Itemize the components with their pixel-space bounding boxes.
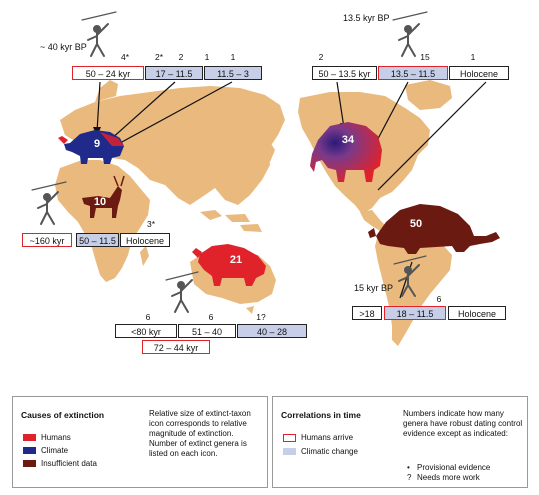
legend-swatch-humans bbox=[23, 434, 36, 441]
antelope-icon bbox=[82, 175, 125, 218]
legend-correlations-title: Correlations in time bbox=[281, 410, 361, 420]
marsupial-icon bbox=[192, 244, 266, 286]
australia-count-1: 6 bbox=[145, 312, 151, 322]
africa-box-humans-arrive: ~160 kyr bbox=[22, 233, 72, 247]
legend-label-climate: Climate bbox=[41, 446, 69, 455]
africa-landmass bbox=[55, 160, 150, 282]
hunter-figure-south-america bbox=[393, 255, 427, 297]
mammoth-icon-count: 34 bbox=[341, 134, 355, 146]
madagascar-landmass bbox=[140, 246, 149, 266]
eurasia-landmass bbox=[60, 86, 285, 205]
bp-label-north-america: 13.5 kyr BP bbox=[343, 13, 390, 23]
legend-label-insufficient: Insufficient data bbox=[41, 459, 97, 468]
eurasia-count-4: 1 bbox=[204, 52, 210, 62]
eurasia-box-climate-1: 17 – 11.5 bbox=[145, 66, 203, 80]
eurasia-count-2: 2* bbox=[154, 52, 164, 62]
mammoth-icon bbox=[310, 122, 382, 182]
bp-label-eurasia: ~ 40 kyr BP bbox=[40, 42, 87, 52]
hunter-figure-north-america bbox=[392, 11, 428, 57]
tasmania-landmass bbox=[246, 306, 254, 314]
legend-causes-panel: Causes of extinction Humans Climate Insu… bbox=[12, 396, 268, 488]
north-america-count-1: 2 bbox=[318, 52, 324, 62]
north-america-box-holocene: Holocene bbox=[449, 66, 509, 80]
north-america-count-3: 1 bbox=[470, 52, 476, 62]
legend-bullet-mark-1: • bbox=[407, 463, 410, 472]
antelope-icon-count: 10 bbox=[93, 196, 107, 208]
legend-label-humans-arrive: Humans arrive bbox=[301, 433, 354, 442]
legend-bullet-mark-2: ? bbox=[407, 473, 412, 482]
rhino-icon bbox=[58, 130, 124, 164]
eurasia-count-5: 1 bbox=[230, 52, 236, 62]
bp-label-south-america: 15 kyr BP bbox=[354, 283, 394, 293]
legend-causes-title: Causes of extinction bbox=[21, 410, 105, 420]
glyptodont-icon-count: 50 bbox=[409, 218, 423, 230]
south-america-count: 6 bbox=[436, 294, 442, 304]
eurasia-count-3: 2 bbox=[178, 52, 184, 62]
africa-box-climate: 50 – 11.5 bbox=[76, 233, 119, 247]
legend-swatch-humans-arrive bbox=[283, 434, 296, 442]
legend-bullet-needs-work: Needs more work bbox=[417, 473, 480, 482]
australia-count-3: 1? bbox=[256, 312, 266, 322]
glyptodont-icon bbox=[368, 204, 500, 254]
north-america-box-humans-arrive: 13.5 – 11.5 bbox=[378, 66, 448, 80]
australia-box-2: 51 – 40 bbox=[178, 324, 236, 338]
marsupial-icon-count: 21 bbox=[229, 254, 243, 266]
eurasia-box-climate-2: 11.5 – 3 bbox=[204, 66, 262, 80]
central-america-landmass bbox=[360, 210, 388, 232]
north-america-box-1: 50 – 13.5 kyr bbox=[312, 66, 377, 80]
legend-correlations-panel: Correlations in time Humans arrive Clima… bbox=[272, 396, 528, 488]
africa-box-holocene: Holocene bbox=[120, 233, 170, 247]
south-america-box-1: >18 bbox=[352, 306, 382, 320]
north-america-count-2: 15 bbox=[420, 52, 430, 62]
legend-numbers-note: Numbers indicate how many genera have ro… bbox=[403, 409, 523, 438]
eurasia-count-1: 4* bbox=[120, 52, 130, 62]
australia-count-2: 6 bbox=[208, 312, 214, 322]
australia-box-humans-arrive: 72 – 44 kyr bbox=[142, 340, 210, 354]
southeast-asia-islands bbox=[200, 210, 262, 232]
greenland-landmass bbox=[405, 80, 452, 110]
south-america-box-humans-arrive: 18 – 11.5 bbox=[384, 306, 446, 320]
africa-count-holocene: 3* bbox=[146, 219, 156, 229]
hunter-figure-africa bbox=[31, 181, 67, 225]
legend-bullet-provisional: Provisional evidence bbox=[417, 463, 491, 472]
legend-swatch-insufficient bbox=[23, 460, 36, 467]
hunter-figure-australia bbox=[165, 271, 199, 313]
scandinavia-landmass bbox=[95, 80, 118, 102]
rhino-icon-count: 9 bbox=[93, 138, 101, 150]
legend-swatch-climatic-change bbox=[283, 448, 296, 455]
japan-landmass bbox=[262, 142, 275, 162]
legend-swatch-climate bbox=[23, 447, 36, 454]
hunter-figure-eurasia bbox=[81, 11, 117, 57]
legend-size-note: Relative size of extinct-taxon icon corr… bbox=[149, 409, 251, 458]
legend-label-climatic-change: Climatic change bbox=[301, 447, 358, 456]
australia-box-climate: 40 – 28 bbox=[237, 324, 307, 338]
australia-box-1: <80 kyr bbox=[115, 324, 177, 338]
eurasia-box-humans-arrive: 50 – 24 kyr bbox=[72, 66, 144, 80]
south-america-box-holocene: Holocene bbox=[448, 306, 506, 320]
legend-label-humans: Humans bbox=[41, 433, 71, 442]
